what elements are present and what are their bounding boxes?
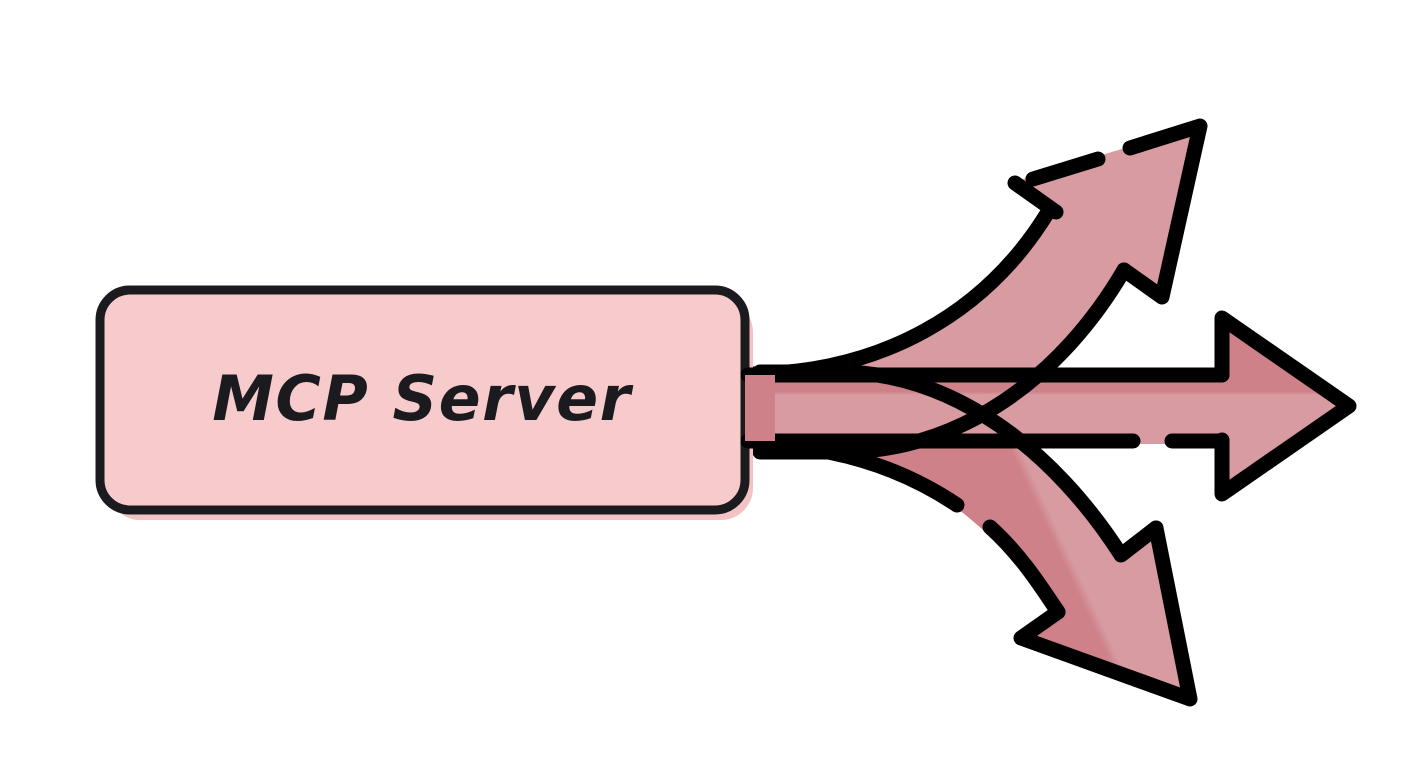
branch-right-arrow-fill: [748, 315, 1352, 497]
node-label: MCP Server: [212, 362, 633, 435]
branch-up-head-right-outline: [1116, 244, 1180, 305]
branch-down-outer-outline-b: [982, 519, 1066, 620]
junction-fill: [745, 375, 775, 441]
branch-up-inner-outline: [752, 262, 1132, 460]
arrow-outlines-group: [744, 118, 1357, 707]
node-arrow-junction: [740, 367, 798, 449]
branch-up-head-left-outline: [1025, 151, 1106, 187]
mcp-server-node[interactable]: MCP Server: [95, 285, 753, 520]
branch-up-head-top-outline: [1122, 118, 1208, 260]
branch-right-head-outline: [1214, 310, 1357, 502]
branch-down-head-left-outline: [1013, 520, 1198, 707]
branch-up-notch-outline: [1007, 175, 1064, 220]
branch-down-head-right-outline: [752, 364, 1164, 563]
